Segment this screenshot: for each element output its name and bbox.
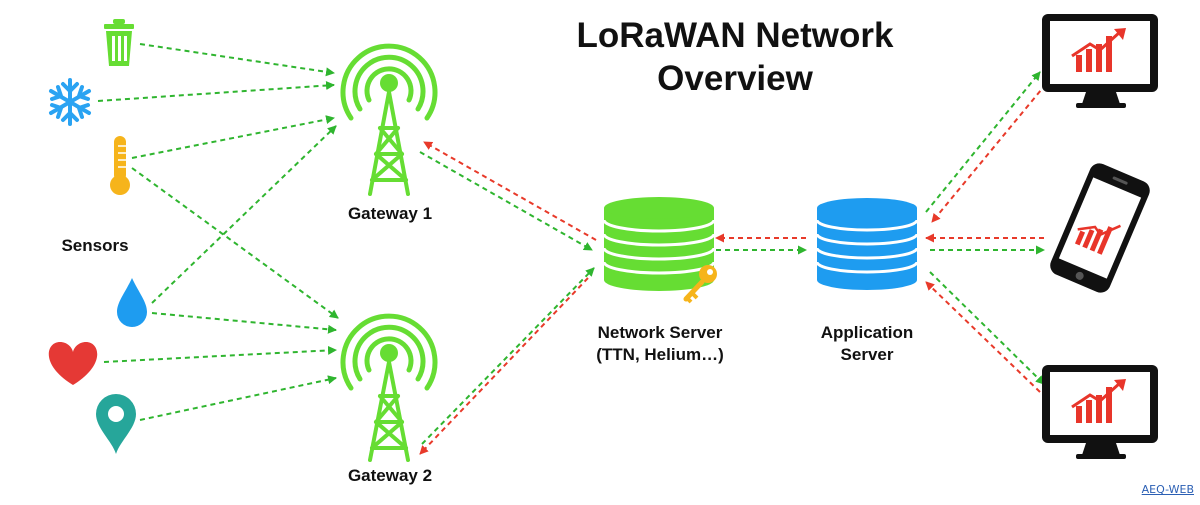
network-server-label-line-1: Network Server <box>597 323 723 342</box>
diagram-title: LoRaWAN Network Overview <box>520 14 950 100</box>
link-drop-gw1 <box>151 125 337 304</box>
drop-icon <box>117 278 147 327</box>
snowflake-icon <box>49 78 91 126</box>
trash-icon <box>104 19 134 66</box>
link-drop-gw2 <box>151 312 337 334</box>
key-icon <box>683 265 717 304</box>
link-heart-gw2 <box>103 345 337 363</box>
link-as-monitor1-down <box>931 83 1047 223</box>
link-as-monitor2-up <box>929 271 1045 385</box>
network-server-label-line-2: (TTN, Helium…) <box>596 345 724 364</box>
link-trash-gw1 <box>139 43 335 77</box>
network-server-icon <box>602 197 716 291</box>
link-pin-gw2 <box>139 375 337 421</box>
link-gw1-ns-up <box>419 151 593 251</box>
network-server-label: Network Server (TTN, Helium…) <box>565 322 755 366</box>
heart-icon <box>48 342 98 385</box>
client-links <box>925 71 1047 393</box>
link-thermo-gw1 <box>131 115 335 159</box>
application-server-label-line-2: Server <box>840 345 894 364</box>
link-gw1-ns-down <box>423 141 597 241</box>
watermark-link[interactable]: AEQ-WEB <box>1141 483 1194 496</box>
link-thermo-gw2 <box>131 167 339 319</box>
thermometer-icon <box>110 136 130 195</box>
monitor-1-icon <box>1042 14 1158 108</box>
link-as-monitor2-down <box>925 281 1041 393</box>
link-snow-gw1 <box>97 81 335 102</box>
link-gw2-ns-down <box>419 277 589 455</box>
title-line-2: Overview <box>657 59 813 98</box>
gateway-1-icon <box>340 43 438 196</box>
monitor-2-icon <box>1042 365 1158 459</box>
gateway-1-label: Gateway 1 <box>347 204 433 223</box>
link-as-monitor1-up <box>925 71 1041 213</box>
gateway-server-links <box>419 141 807 455</box>
application-server-label: Application Server <box>797 322 937 366</box>
sensors-label: Sensors <box>61 236 129 255</box>
smartphone-icon <box>1050 163 1150 293</box>
application-server-icon <box>815 198 919 290</box>
gateway-2-label: Gateway 2 <box>347 466 433 485</box>
pin-icon <box>96 394 136 454</box>
sensor-links <box>97 43 339 421</box>
application-server-label-line-1: Application <box>820 323 914 342</box>
title-line-1: LoRaWAN Network <box>576 16 894 55</box>
gateway-2-icon <box>340 313 438 462</box>
